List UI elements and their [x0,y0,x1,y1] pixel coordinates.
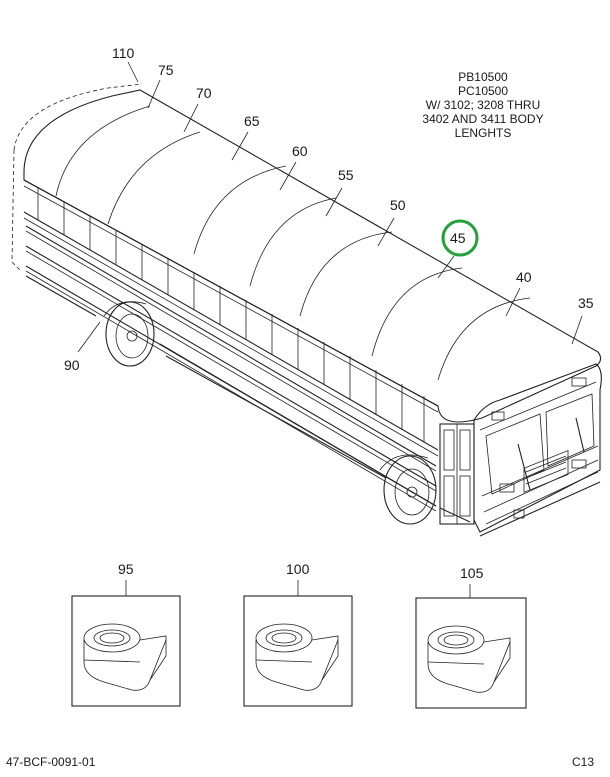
note-line-3: W/ 3102; 3208 THRU [425,98,541,112]
callout-labels: 110 75 70 65 60 55 50 45 40 35 90 95 100… [64,45,594,581]
tape-roll-105[interactable] [415,584,527,709]
rear-cap-dashed [13,83,143,151]
note-line-4: 3402 AND 3411 BODY [422,112,544,126]
side-top-line [23,179,439,407]
callout-35[interactable]: 35 [578,295,594,311]
leader-lines [77,61,583,353]
entry-door [439,423,475,525]
rub-rails [25,225,437,512]
note-line-2: PC10500 [457,84,509,98]
callout-110[interactable]: 110 [112,45,135,61]
callout-60[interactable]: 60 [292,143,308,159]
lower-body-edge [25,275,97,317]
rear-wheel [103,301,155,367]
callout-90[interactable]: 90 [64,357,80,373]
callout-70[interactable]: 70 [196,85,212,101]
callout-100[interactable]: 100 [286,561,310,577]
page-code: C13 [571,755,594,769]
callout-65[interactable]: 65 [244,113,260,129]
callout-55[interactable]: 55 [338,167,354,183]
roof-seams [55,105,531,381]
callout-40[interactable]: 40 [516,269,532,285]
highlight-ring-45 [441,219,479,257]
bus-illustration [11,83,602,537]
callout-45[interactable]: 45 [450,230,466,246]
callout-95[interactable]: 95 [118,561,134,577]
tape-roll-100[interactable] [243,580,353,707]
drawing-number: 47-BCF-0091-01 [6,755,96,769]
window-posts [37,188,425,442]
front-wheel [379,454,437,525]
applicability-note: PB10500 PC10500 W/ 3102; 3208 THRU 3402 … [388,70,578,140]
callout-75[interactable]: 75 [158,62,174,78]
callout-105[interactable]: 105 [460,565,484,581]
note-line-1: PB10500 [458,70,508,84]
rear-body-dashed [11,149,21,271]
note-line-5: LENGHTS [454,126,512,140]
front-cab [473,363,602,537]
tape-roll-95[interactable] [71,580,181,707]
callout-50[interactable]: 50 [390,197,406,213]
window-belt-bottom [23,211,439,451]
roof-outline [23,89,602,423]
